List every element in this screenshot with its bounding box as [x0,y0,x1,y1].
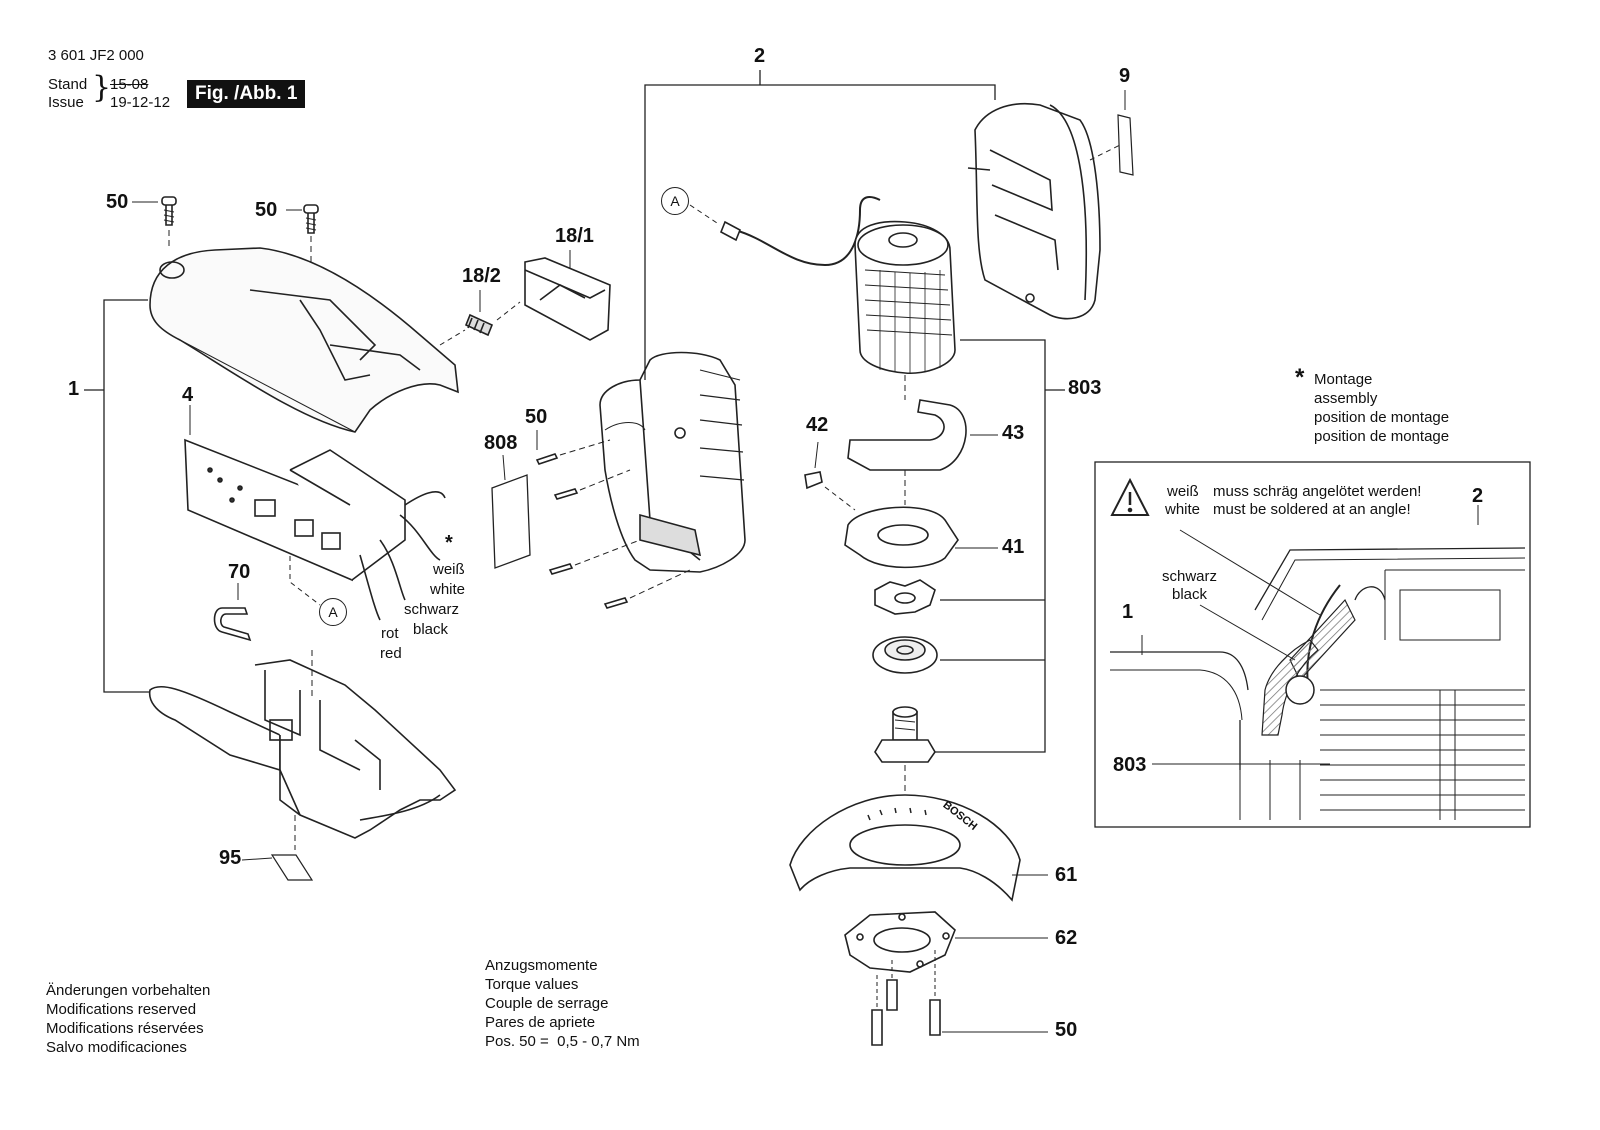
bottom-housing-shell [148,650,457,850]
inset-warning-de: muss schräg angelötet werden! [1213,483,1422,500]
part-41 [844,506,959,569]
callout-1: 1 [68,378,80,400]
inset-label-1: 1 [1122,601,1134,623]
callout-18-1: 18/1 [555,225,594,247]
issue-date: 19-12-12 [110,94,171,111]
figure-label: Fig. /Abb. 1 [187,80,306,108]
bracket-assembly-2 [644,84,996,380]
callout-95: 95 [219,847,242,869]
spindle [874,706,936,763]
callout-9: 9 [1119,65,1131,87]
bracket-803 [935,339,1046,753]
callout-4: 4 [182,384,194,406]
connector-a-marker-1: A [661,187,689,215]
inset-schwarz: schwarz [1162,568,1218,585]
modifications-line-2: Modifications reserved [46,1001,197,1018]
assembly-note-line-1: Montage [1314,371,1373,388]
wire-weiss: weiß [433,561,465,578]
inset-warning-en: must be soldered at an angle! [1213,501,1411,518]
torque-line-1: Anzugsmomente [485,957,598,974]
screws-50-motor-housing [535,430,691,609]
motor-housing [599,351,746,573]
screw-50-top-left [161,196,177,250]
rear-cover [967,103,1101,320]
callout-42: 42 [806,414,829,436]
bracket-part-1 [103,299,150,693]
issue-label: Issue [48,94,84,111]
callout-41: 41 [1002,536,1025,558]
fan [874,579,936,615]
inset-warning-color-de: weiß [1167,483,1199,500]
torque-line-3: Couple de serrage [485,995,609,1012]
label-808 [491,474,531,569]
modifications-line-4: Salvo modificaciones [46,1039,187,1056]
callout-61: 61 [1055,864,1078,886]
callout-50-b: 50 [255,199,278,221]
callout-50-c: 50 [525,406,548,428]
callout-43: 43 [1002,422,1025,444]
stand-label: Stand [48,76,88,93]
wire-rot: rot [381,625,399,642]
callout-2: 2 [754,45,766,67]
label-9 [1117,114,1134,176]
inset-black: black [1172,586,1208,603]
assembly-note-line-3: position de montage [1314,409,1450,426]
inset-detail-frame [1094,461,1531,828]
clip-70 [213,607,252,642]
torque-line-4: Pares de apriete [485,1014,596,1031]
torque-line-2: Torque values [485,976,579,993]
wire-black: black [413,621,449,638]
switch-18-1 [524,250,611,341]
assembly-note-line-2: assembly [1314,390,1378,407]
brace-icon: } [92,70,112,105]
plate-62 [844,911,956,973]
guard-61 [789,794,1021,902]
part-42 [804,471,823,490]
top-housing-shell [149,247,459,433]
inset-label-803: 803 [1113,754,1147,776]
pcb-assembly [184,405,446,621]
wire-schwarz: schwarz [404,601,460,618]
wire-white: white [430,581,466,598]
wire-red: red [380,645,402,662]
label-95 [270,854,314,881]
bearing [872,636,938,674]
screw-50-top-middle [286,204,319,262]
stand-date: 15-08 [110,76,149,93]
callout-803: 803 [1068,377,1102,399]
part-number: 3 601 JF2 000 [48,47,144,64]
inset-warning-color-en: white [1165,501,1201,518]
inset-label-2: 2 [1472,485,1484,507]
callout-808: 808 [484,432,518,454]
part-43 [847,399,967,471]
torque-spec: Pos. 50 = 0,5 - 0,7 Nm [485,1033,640,1050]
callout-50-d: 50 [1055,1019,1078,1041]
screws-50-bottom [871,950,1048,1046]
callout-70: 70 [228,561,251,583]
callout-50-a: 50 [106,191,129,213]
modifications-line-1: Änderungen vorbehalten [46,982,211,999]
assembly-note-line-4: position de montage [1314,428,1450,445]
connector-a-marker-2: A [319,598,347,626]
wire-asterisk: * [445,532,453,554]
armature-assembly [689,196,956,400]
modifications-line-3: Modifications réservées [46,1020,204,1037]
callout-62: 62 [1055,927,1078,949]
spring-18-2 [439,290,521,346]
callout-18-2: 18/2 [462,265,501,287]
assembly-asterisk: * [1295,364,1305,391]
